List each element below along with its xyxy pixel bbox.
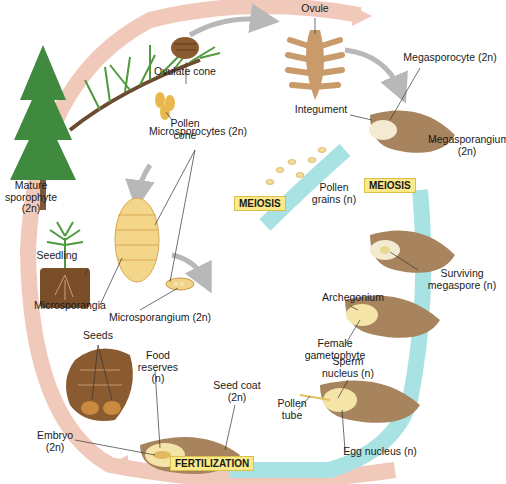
ovulate-cone-scale <box>288 30 342 100</box>
process-tag: MEIOSIS <box>364 178 416 193</box>
part-label: Seed coat (2n) <box>210 380 264 403</box>
part-label: Ovulate cone <box>152 66 218 78</box>
flow-arrow <box>172 255 205 280</box>
process-name: MEIOSIS <box>239 198 281 209</box>
part-label: Embryo (2n) <box>30 430 80 453</box>
process-tag: FERTILIZATION <box>170 456 254 471</box>
ovule-sequence <box>300 111 455 423</box>
part-label: Megasporocyte (2n) <box>395 52 505 64</box>
part-label: Archegonium <box>318 292 388 304</box>
part-label: Integument <box>290 104 352 116</box>
part-label: Microsporocytes (2n) <box>148 126 248 138</box>
part-label: Seeds <box>78 330 118 342</box>
part-label: Surviving megaspore (n) <box>420 268 504 291</box>
part-label: Mature sporophyte (2n) <box>0 180 62 215</box>
flow-arrow <box>190 19 265 35</box>
flow-arrow <box>345 50 400 90</box>
cycle-arrowhead <box>108 455 128 475</box>
pollen-grains <box>266 148 326 185</box>
process-tag: MEIOSIS <box>234 196 286 211</box>
cycle-band <box>28 6 395 480</box>
part-label: Microsporangium (2n) <box>95 312 225 324</box>
part-label: Pollen tube <box>272 398 312 421</box>
part-label: Megasporangium (2n) <box>428 134 506 157</box>
leader-lines <box>75 18 437 455</box>
flow-arrow <box>138 165 150 195</box>
part-label: Microsporangia <box>28 300 112 312</box>
seed-scale <box>66 349 133 421</box>
part-label: Sperm nucleus (n) <box>318 356 378 379</box>
seedling <box>40 222 90 308</box>
process-name: FERTILIZATION <box>175 458 249 469</box>
cycle-arrowhead <box>352 6 372 26</box>
part-label: Pollen grains (n) <box>305 182 363 205</box>
part-label: Ovule <box>290 3 340 15</box>
part-label: Egg nucleus (n) <box>330 446 430 458</box>
pollen-cone-section <box>115 198 194 290</box>
part-label: Food reserves (n) <box>132 350 184 385</box>
process-name: MEIOSIS <box>369 180 411 191</box>
pine-branch <box>70 37 220 130</box>
part-label: Seedling <box>32 250 82 262</box>
